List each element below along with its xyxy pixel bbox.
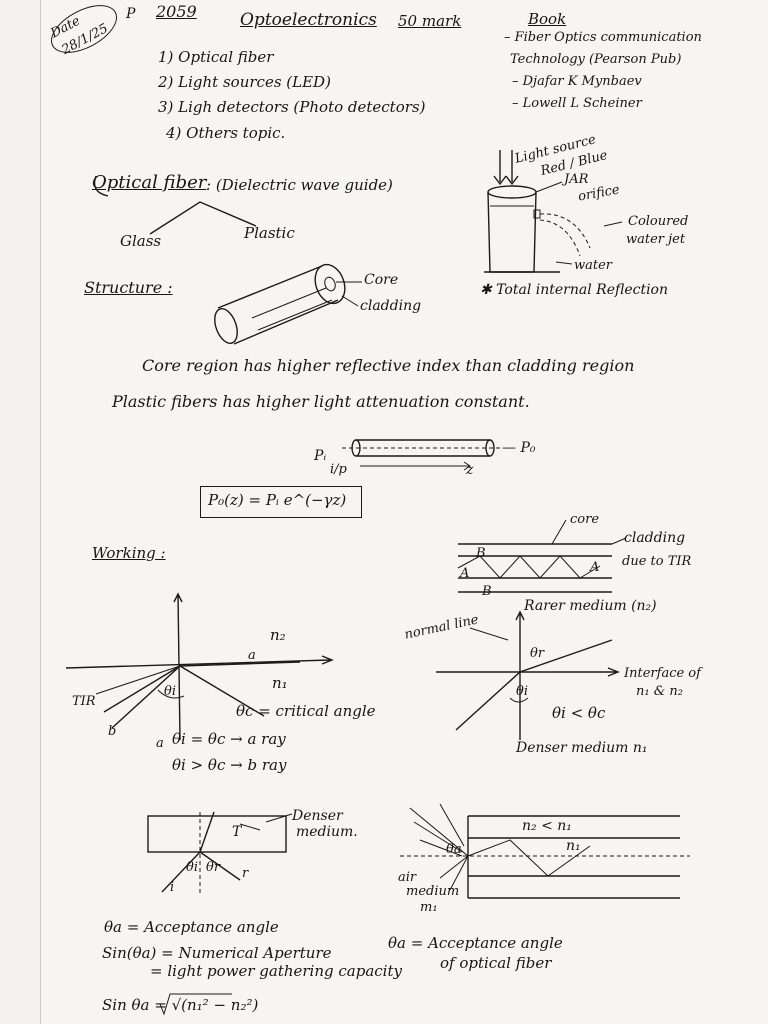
propagation-sketch — [458, 520, 626, 592]
acceptance-cone-sketch — [400, 804, 690, 898]
acceptance-block-sketch — [148, 812, 292, 896]
light-arrow-1 — [494, 150, 506, 184]
fiber-structure-sketch — [210, 260, 362, 346]
heading-curl — [95, 176, 109, 196]
classification-branch — [150, 202, 256, 234]
refraction-axes-sketch — [436, 612, 618, 740]
sqrt-sign — [160, 994, 232, 1014]
water-jar-sketch — [484, 150, 622, 272]
tir-axes-sketch — [66, 594, 332, 740]
attenuation-fiber-sketch — [342, 440, 500, 470]
light-arrow-2 — [506, 150, 518, 184]
